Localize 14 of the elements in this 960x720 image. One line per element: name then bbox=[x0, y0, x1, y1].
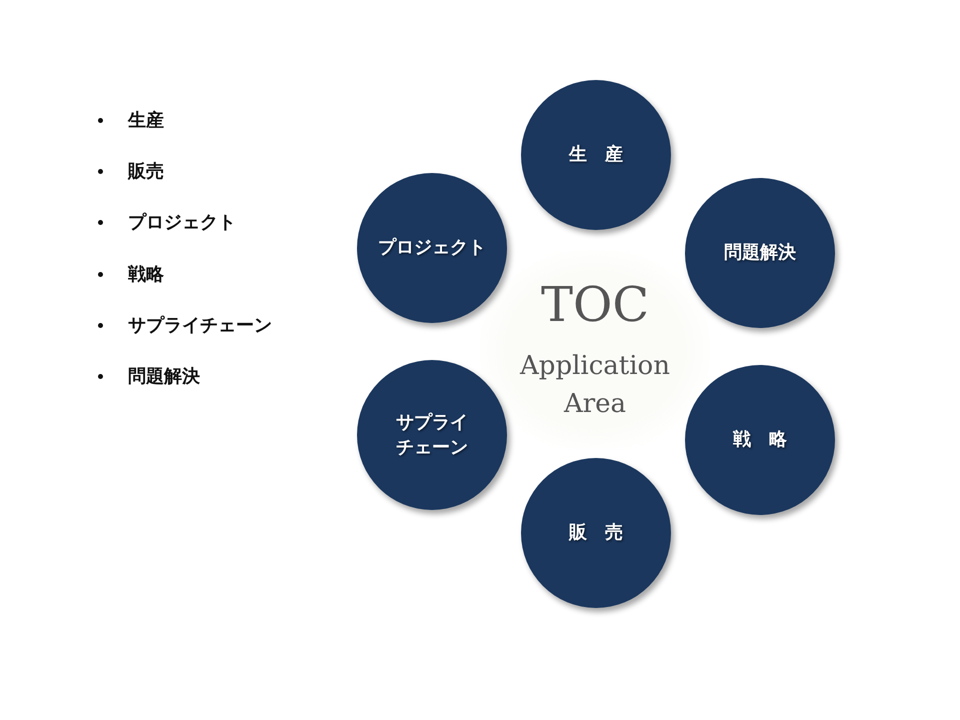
bullet-item: 問題解決 bbox=[96, 364, 200, 388]
bullet-item: 販売 bbox=[96, 159, 164, 184]
circle-label: サプライチェーン bbox=[395, 410, 469, 460]
bullet-item: サプライチェーン bbox=[96, 312, 272, 337]
circle-label: 戦 略 bbox=[732, 428, 788, 452]
center-subtitle: Application Area bbox=[518, 350, 671, 421]
bullet-item: プロジェクト bbox=[96, 210, 236, 234]
center-title: TOC bbox=[540, 277, 650, 333]
circle-label: プロジェクト bbox=[377, 236, 487, 260]
circle-label: 生 産 bbox=[568, 143, 624, 168]
circle-label: 問題解決 bbox=[723, 241, 797, 266]
bullet-item: 戦略 bbox=[96, 262, 164, 286]
bullet-item: 生産 bbox=[96, 108, 164, 132]
circle-label: 販 売 bbox=[568, 521, 624, 546]
